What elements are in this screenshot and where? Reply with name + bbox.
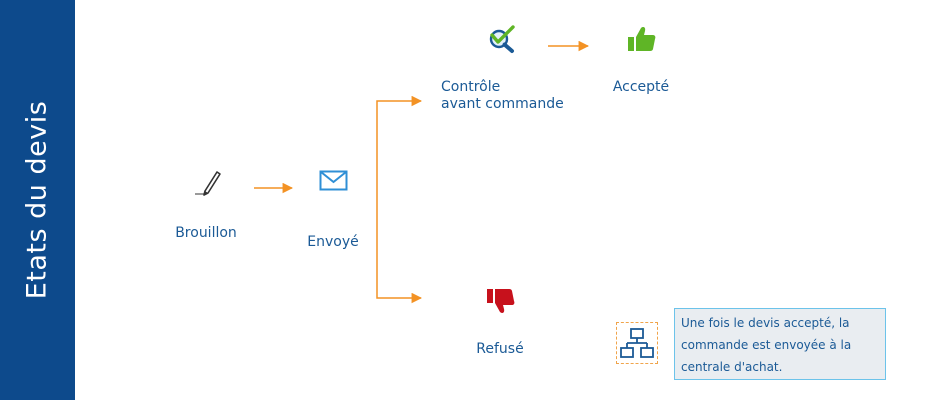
label-accepte: Accepté <box>612 79 670 95</box>
note-line-3: centrale d'achat. <box>681 360 783 374</box>
workflow-icon <box>620 328 654 358</box>
magnifier-check-icon <box>489 25 515 53</box>
label-controle-line1: Contrôle <box>441 79 501 95</box>
note-box: Une fois le devis accepté, la commande e… <box>674 308 886 380</box>
note-line-2: commande est envoyée à la <box>681 338 852 352</box>
label-envoye: Envoyé <box>307 234 359 250</box>
thumbs-up-icon <box>628 27 656 51</box>
label-refuse: Refusé <box>476 341 524 357</box>
envelope-icon <box>319 170 348 191</box>
arrow-envoye-branch-refuse <box>376 208 423 304</box>
note-line-1: Une fois le devis accepté, la <box>681 316 850 330</box>
arrow-envoye-branch-controle <box>376 95 423 208</box>
pencil-icon <box>195 171 221 196</box>
thumbs-down-icon <box>487 289 515 313</box>
label-brouillon: Brouillon <box>175 225 237 241</box>
label-controle-line2: avant commande <box>441 96 564 112</box>
sidebar: Etats du devis <box>0 0 75 400</box>
workflow-icon-frame <box>616 322 658 364</box>
